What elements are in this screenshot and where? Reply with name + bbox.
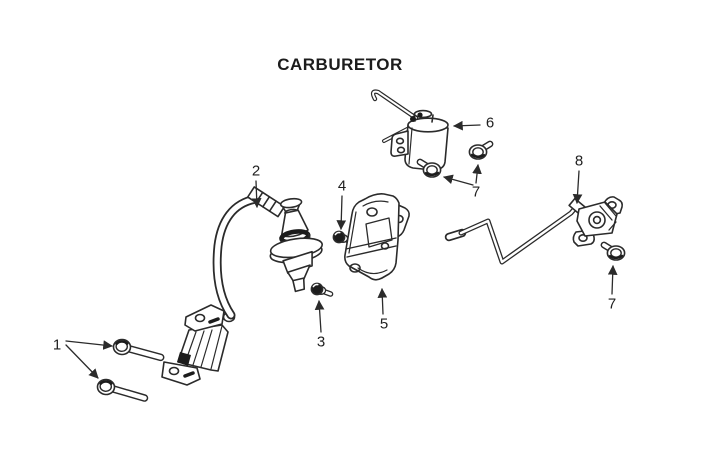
callout-label-4: 4	[337, 177, 347, 195]
page-title: CARBURETOR	[277, 55, 403, 74]
part-drawing-6-solenoid-valve	[370, 89, 449, 171]
callout-label-7: 7	[607, 295, 617, 313]
callout-arrows	[65, 120, 618, 379]
callout-label-1: 1	[52, 336, 62, 354]
part-drawing-7-bolt	[420, 162, 441, 177]
part-drawing-8-rod-bracket	[444, 196, 623, 265]
callout-label-3: 3	[316, 333, 326, 351]
callout-label-7: 7	[471, 183, 481, 201]
callout-label-8: 8	[574, 152, 584, 170]
part-drawing-1-bolts	[97, 339, 161, 398]
part-drawing-5-bracket	[344, 193, 410, 281]
callout-label-2: 2	[251, 162, 261, 180]
callout-label-6: 6	[485, 114, 495, 132]
part-drawing-7-bolt	[604, 245, 625, 260]
part-drawing-2-valve-assembly	[161, 186, 323, 386]
part-drawing-3-screw	[311, 283, 330, 294]
callout-label-5: 5	[379, 315, 389, 333]
part-drawing-7-bolt	[469, 144, 490, 159]
